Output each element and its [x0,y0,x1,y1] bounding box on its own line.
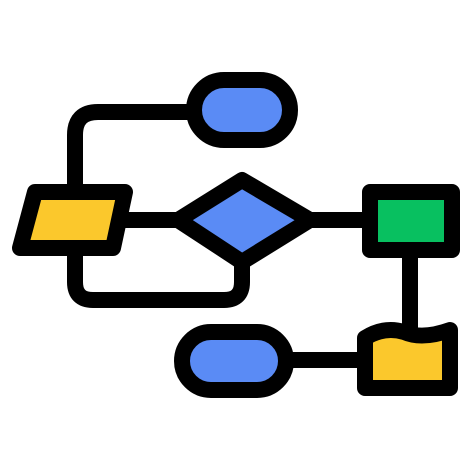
end-terminator-shape [174,324,294,398]
connector-loop-below [67,240,250,308]
start-terminator-shape [186,72,298,148]
decision-shape [170,172,318,270]
connector-start-to-input [67,104,208,200]
input-output-shape [12,184,133,256]
connectors [67,104,418,368]
process-shape [362,184,460,258]
document-shape [357,322,458,396]
